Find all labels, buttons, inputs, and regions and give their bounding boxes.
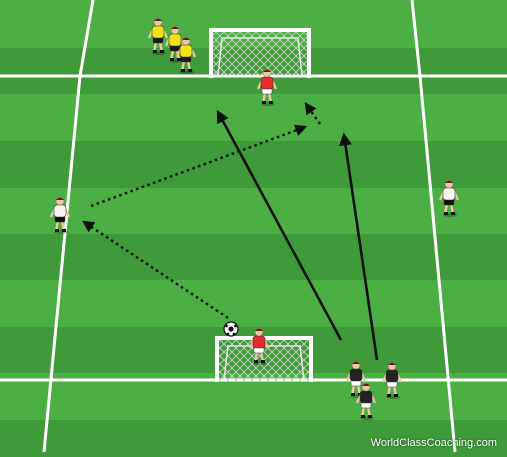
- movement-arrows: [82, 102, 379, 361]
- black-attacker-icon: [355, 382, 377, 420]
- bottom-goalkeeper-icon: [248, 327, 270, 365]
- top-goalkeeper-icon: [256, 68, 278, 106]
- pass-arrow: [304, 102, 321, 125]
- yellow-waiting-player-icon: [147, 17, 169, 55]
- right-sideline: [410, 0, 457, 453]
- black-attacker-icon: [381, 361, 403, 399]
- players: [49, 17, 460, 420]
- pass-arrow: [82, 220, 229, 319]
- run-arrow: [216, 109, 343, 341]
- top-goal-frame: [209, 28, 311, 78]
- yellow-waiting-player-icon: [175, 36, 197, 74]
- grass-stripe: [0, 280, 507, 327]
- grass-stripe: [0, 420, 507, 457]
- soccer-ball-icon: [223, 321, 239, 337]
- left-wide-player-icon: [49, 196, 71, 234]
- right-wide-player-icon: [438, 179, 460, 217]
- top-goal: [209, 28, 311, 78]
- run-arrow: [339, 132, 379, 361]
- pass-arrow: [90, 124, 308, 208]
- watermark-text: WorldClassCoaching.com: [370, 437, 497, 449]
- left-sideline: [42, 0, 95, 453]
- top-goal-net: [213, 30, 307, 76]
- grass-stripe: [0, 234, 507, 280]
